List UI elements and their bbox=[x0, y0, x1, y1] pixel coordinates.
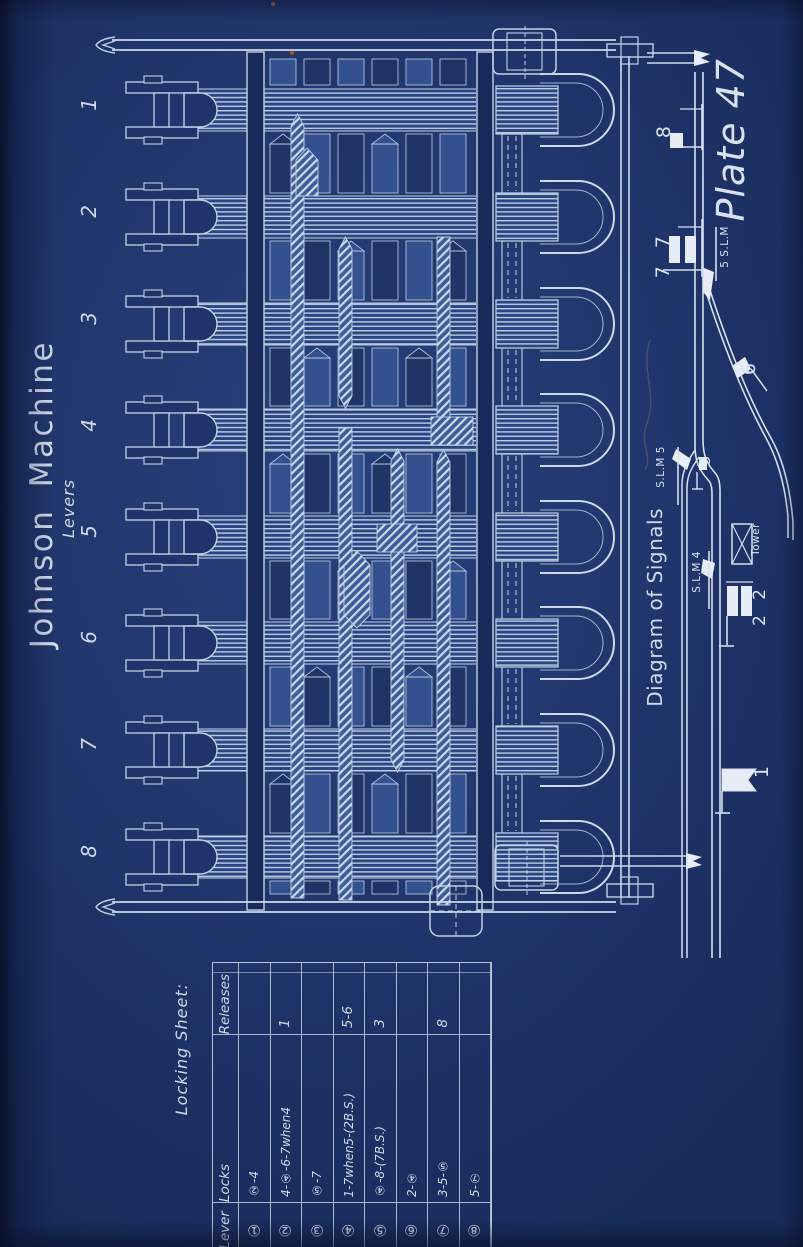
releases-lever-6 bbox=[396, 963, 428, 1035]
signal-6-label: 6 bbox=[738, 363, 760, 376]
lever-cell-3: ③ bbox=[302, 1203, 334, 1247]
signals-77-label: 7 7 bbox=[652, 230, 674, 279]
lever-number-5: 5 bbox=[77, 525, 101, 538]
lever-cell-6: ⑥ bbox=[397, 1203, 428, 1247]
lever-number-3: 3 bbox=[77, 312, 101, 325]
releases-lever-3 bbox=[302, 963, 334, 1035]
header-releases: Releases bbox=[213, 963, 239, 1035]
releases-lever-2: 1 bbox=[270, 963, 302, 1035]
plate-label: Plate 47 bbox=[709, 58, 753, 222]
lever-cell-4: ④ bbox=[334, 1203, 365, 1247]
releases-lever-4: 5-6 bbox=[333, 963, 365, 1035]
lever-cell-7: ⑦ bbox=[428, 1203, 460, 1247]
lever-cell-8: ⑧ bbox=[460, 1203, 491, 1247]
locking-sheet-title: Locking Sheet: bbox=[172, 983, 191, 1116]
signal-8-label: 8 bbox=[653, 126, 675, 139]
header-locks: Locks bbox=[213, 1035, 239, 1203]
signal-1-label: 1 bbox=[751, 766, 773, 779]
locks-lever-3: ⑤-7 bbox=[302, 1035, 334, 1203]
signals-22-label: 2 2 bbox=[750, 584, 770, 627]
locks-lever-8: 5-⑦ bbox=[459, 1035, 491, 1203]
header-lever: Lever bbox=[213, 1203, 239, 1247]
segment-row bbox=[495, 56, 630, 898]
lever-number-2: 2 bbox=[77, 205, 101, 218]
lever-number-4: 4 bbox=[77, 419, 101, 432]
releases-lever-5: 3 bbox=[365, 963, 397, 1035]
releases-lever-7: 8 bbox=[428, 963, 460, 1035]
slm-4-label: S.L.M 4 bbox=[691, 551, 703, 593]
locks-lever-1: ②-4 bbox=[239, 1035, 271, 1203]
lever-number-7: 7 bbox=[77, 738, 101, 751]
slm-5-lower-label: S.L.M 5 bbox=[655, 446, 667, 488]
lever-number-8: 8 bbox=[77, 845, 101, 858]
slm-5-upper-label: 5 S.L.M bbox=[719, 226, 731, 268]
locks-lever-7: 3-5-⑤ bbox=[428, 1035, 460, 1203]
locks-lever-2: 4-④-6-7when4 bbox=[270, 1035, 302, 1203]
page-subtitle: Levers bbox=[59, 479, 78, 538]
signals-title: Diagram of Signals bbox=[643, 508, 667, 707]
lever-cell-1: ① bbox=[239, 1203, 271, 1247]
lever-cell-5: ⑤ bbox=[365, 1203, 397, 1247]
locking-bed bbox=[196, 51, 494, 911]
lever-number-1: 1 bbox=[77, 98, 101, 111]
lever-cell-2: ② bbox=[271, 1203, 302, 1247]
locks-lever-5: ④-8-(7B.S.) bbox=[365, 1035, 397, 1203]
lever-number-6: 6 bbox=[77, 631, 101, 644]
locks-lever-4: 1-7when5-(2B.S.) bbox=[333, 1035, 365, 1203]
switch-3-label: 3 bbox=[698, 456, 714, 465]
tower-label: Tower bbox=[750, 523, 762, 556]
page-title: Johnson Machine bbox=[24, 340, 60, 649]
locks-lever-6: 2-④ bbox=[396, 1035, 428, 1203]
releases-lever-1 bbox=[239, 963, 271, 1035]
locking-sheet-table: Releases Locks Lever ②-4 ① 1 4-④-6-7when… bbox=[212, 962, 492, 1247]
releases-lever-8 bbox=[459, 963, 491, 1035]
